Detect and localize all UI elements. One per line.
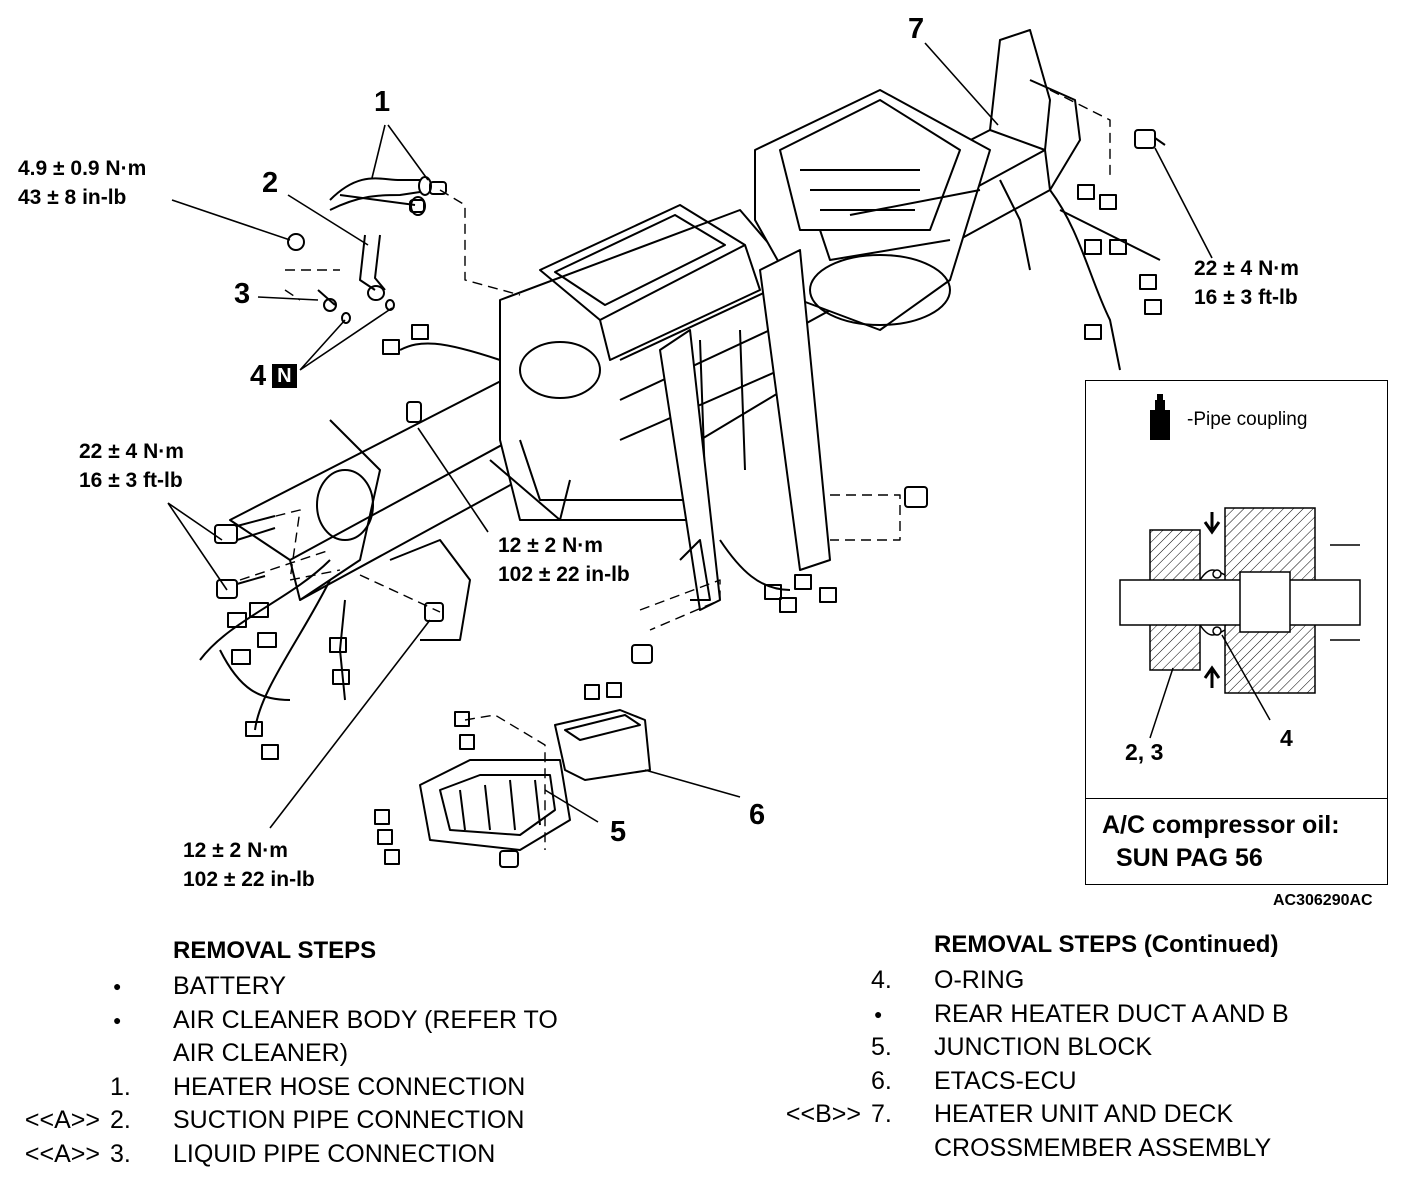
callout-1: 1 bbox=[374, 86, 391, 118]
step-text: O-RING bbox=[934, 966, 1025, 994]
step-marker: 1. bbox=[110, 1072, 131, 1101]
heater-hoses bbox=[329, 176, 447, 216]
oil-can-icon bbox=[1150, 394, 1170, 440]
step-marker: 6. bbox=[871, 1066, 892, 1095]
step-text: HEATER HOSE CONNECTION bbox=[173, 1072, 526, 1101]
step-marker: 5. bbox=[871, 1033, 892, 1061]
inset-panel: -Pipe coupling 2, 3 4 A/C compressor oil… bbox=[1085, 380, 1388, 885]
removal-steps-heading: REMOVAL STEPS bbox=[173, 937, 377, 964]
callout-4-number: 4 bbox=[250, 360, 267, 392]
wire-harnesses bbox=[199, 184, 1162, 760]
step-marker: ● bbox=[113, 1011, 122, 1028]
inset-label-2-3: 2, 3 bbox=[1125, 739, 1164, 765]
step-marker: 2. bbox=[110, 1106, 131, 1134]
inset-label-4: 4 bbox=[1280, 725, 1293, 751]
step-marker: 4. bbox=[871, 966, 892, 994]
blower-assembly bbox=[754, 89, 991, 331]
step-text: BATTERY bbox=[173, 972, 286, 1000]
pipe-coupling-section bbox=[1119, 394, 1361, 739]
figure-code: AC306290AC bbox=[1273, 892, 1373, 909]
callout-6: 6 bbox=[749, 799, 766, 831]
step-text: AIR CLEANER BODY (REFER TO bbox=[173, 1005, 558, 1034]
step-marker: 7. bbox=[871, 1100, 892, 1128]
removal-steps-continued-heading: REMOVAL STEPS (Continued) bbox=[934, 931, 1279, 958]
step-text: LIQUID PIPE CONNECTION bbox=[173, 1139, 496, 1168]
callout-7: 7 bbox=[908, 13, 925, 45]
etacs-ecu bbox=[554, 682, 651, 781]
step-reference: <<A>> bbox=[24, 1139, 100, 1168]
inset-divider bbox=[1086, 798, 1387, 799]
step-text: HEATER UNIT AND DECK bbox=[934, 1100, 1234, 1128]
step-text: SUCTION PIPE CONNECTION bbox=[173, 1106, 525, 1134]
step-text: ETACS-ECU bbox=[934, 1066, 1077, 1095]
compressor-oil-note: A/C compressor oil: SUN PAG 56 bbox=[1102, 811, 1340, 872]
step-text: AIR CLEANER) bbox=[173, 1039, 349, 1067]
step-marker: ● bbox=[113, 978, 122, 994]
step-marker: 3. bbox=[110, 1139, 131, 1168]
dashed-guides bbox=[239, 89, 1111, 850]
step-text: JUNCTION BLOCK bbox=[934, 1033, 1153, 1061]
step-text: CROSSMEMBER ASSEMBLY bbox=[934, 1133, 1272, 1162]
pipes bbox=[287, 233, 395, 324]
heater-unit-housing bbox=[489, 204, 801, 521]
step-text: REAR HEATER DUCT A AND B bbox=[934, 999, 1289, 1028]
step-marker: ● bbox=[874, 1005, 883, 1022]
non-reusable-badge: N bbox=[272, 364, 297, 388]
left-fasteners bbox=[214, 129, 1166, 868]
step-reference: <<A>> bbox=[24, 1106, 100, 1134]
junction-block bbox=[374, 711, 571, 865]
callout-2: 2 bbox=[262, 167, 279, 199]
callout-5: 5 bbox=[610, 816, 627, 848]
step-reference: <<B>> bbox=[785, 1100, 861, 1128]
center-bracket bbox=[659, 249, 831, 611]
leader-lines bbox=[167, 42, 1213, 829]
callout-3: 3 bbox=[234, 278, 251, 310]
pipe-coupling-label: -Pipe coupling bbox=[1187, 409, 1308, 430]
